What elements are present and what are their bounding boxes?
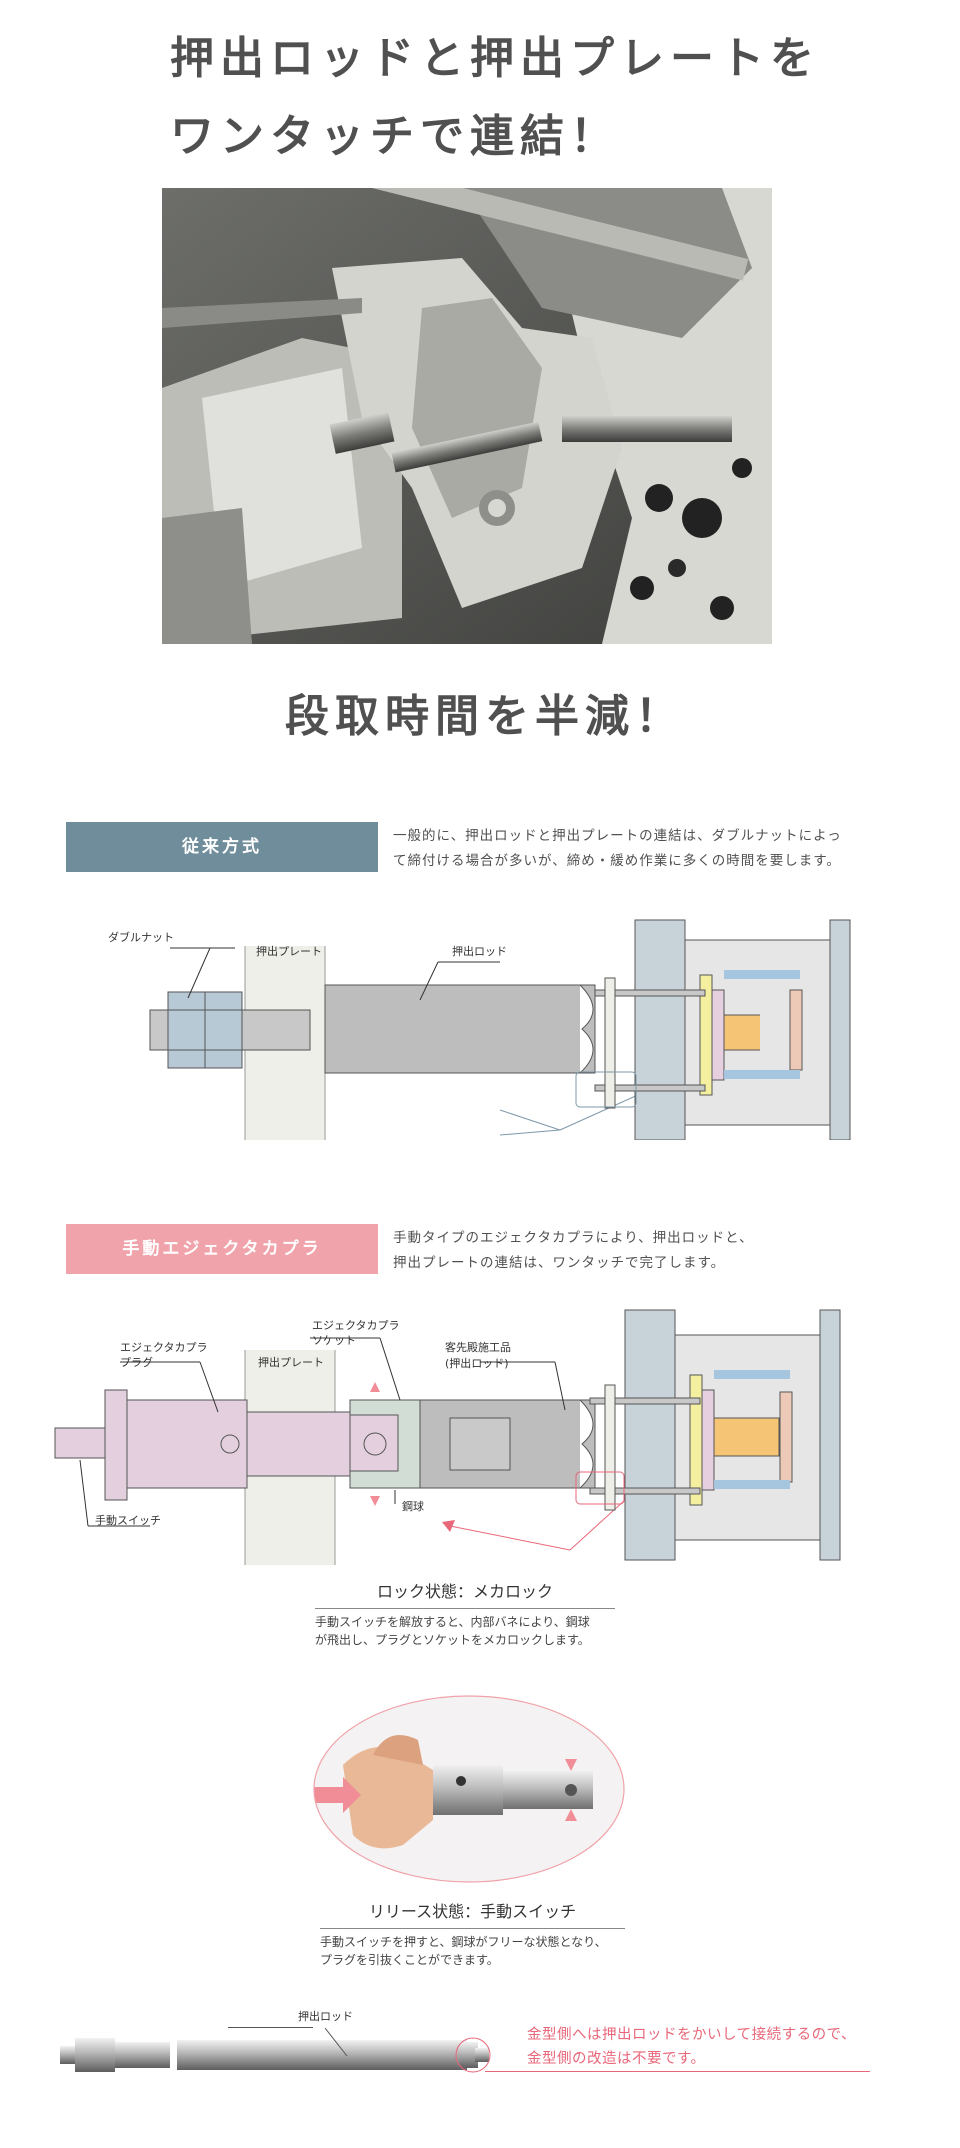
label-double-nut: ダブルナット xyxy=(108,931,174,944)
machine-photo xyxy=(162,157,772,644)
label-ball: 鋼球 xyxy=(402,1500,424,1513)
rod-label-underline xyxy=(228,2027,313,2028)
label-customer-line1: 客先殿施工品 xyxy=(445,1341,511,1354)
label-socket: エジェクタカプラ ソケット xyxy=(312,1318,400,1348)
lock-state-line1: 手動スイッチを解放すると、内部バネにより、鋼球 xyxy=(315,1615,590,1629)
manual-desc-line2: 押出プレートの連結は、ワンタッチで完了します。 xyxy=(393,1255,726,1271)
release-photo xyxy=(313,1695,625,1883)
rod-label: 押出ロッド xyxy=(298,2010,353,2023)
manual-desc-line1: 手動タイプのエジェクタカプラにより、押出ロッドと、 xyxy=(393,1230,754,1246)
release-state-title: リリース状態：手動スイッチ xyxy=(368,1902,577,1921)
label-switch: 手動スイッチ xyxy=(95,1514,161,1527)
lock-state: ロック状態：メカロック 手動スイッチを解放すると、内部バネにより、鋼球 が飛出し… xyxy=(315,1578,615,1649)
label-socket-line2: ソケット xyxy=(312,1334,356,1347)
lock-state-line2: が飛出し、プラグとソケットをメカロックします。 xyxy=(315,1633,590,1647)
manual-diagram: エジェクタカプラ プラグ エジェクタカプラ ソケット 押出プレート 客先殿施工品… xyxy=(50,1300,870,1570)
bottom-note-line1: 金型側へは押出ロッドをかいして接続するので、 xyxy=(527,2027,856,2043)
lock-state-title: ロック状態：メカロック xyxy=(376,1582,553,1601)
bottom-note: 金型側へは押出ロッドをかいして接続するので、 金型側の改造は不要です。 xyxy=(527,2023,856,2071)
rod-photo xyxy=(55,2008,495,2098)
label-plug-line1: エジェクタカプラ xyxy=(120,1341,208,1354)
release-state-line2: プラグを引抜くことができます。 xyxy=(320,1953,499,1967)
subheadline: 段取時間を半減！ xyxy=(285,691,685,742)
label-plug-line2: プラグ xyxy=(120,1356,153,1369)
manual-desc: 手動タイプのエジェクタカプラにより、押出ロッドと、 押出プレートの連結は、ワンタ… xyxy=(393,1226,754,1276)
conventional-desc-line1: 一般的に、押出ロッドと押出プレートの連結は、ダブルナットによっ xyxy=(393,828,842,844)
label-plate: 押出プレート xyxy=(258,1356,324,1369)
conventional-desc-line2: て締付ける場合が多いが、締め・緩め作業に多くの時間を要します。 xyxy=(393,853,841,869)
release-state-line1: 手動スイッチを押すと、鋼球がフリーな状態となり、 xyxy=(320,1935,607,1949)
conventional-diagram: ダブルナット 押出プレート 押出ロッド xyxy=(60,910,860,1141)
label-customer: 客先殿施工品 (押出ロッド) xyxy=(445,1340,511,1372)
label-rod: 押出ロッド xyxy=(452,945,507,958)
conventional-desc: 一般的に、押出ロッドと押出プレートの連結は、ダブルナットによっ て締付ける場合が… xyxy=(393,824,842,874)
headline-line2: ワンタッチで連結！ xyxy=(170,111,620,162)
manual-tag: 手動エジェクタカプラ xyxy=(66,1224,378,1274)
conventional-tag: 従来方式 xyxy=(66,822,378,872)
headline-line1: 押出ロッドと押出プレートを xyxy=(170,33,820,84)
label-customer-line2: (押出ロッド) xyxy=(445,1357,509,1370)
bottom-note-line2: 金型側の改造は不要です。 xyxy=(527,2051,706,2067)
label-plate: 押出プレート xyxy=(256,945,322,958)
note-underline xyxy=(485,2071,870,2072)
label-plug: エジェクタカプラ プラグ xyxy=(120,1340,208,1370)
label-socket-line1: エジェクタカプラ xyxy=(312,1319,400,1332)
release-state: リリース状態：手動スイッチ 手動スイッチを押すと、鋼球がフリーな状態となり、 プ… xyxy=(320,1898,625,1969)
